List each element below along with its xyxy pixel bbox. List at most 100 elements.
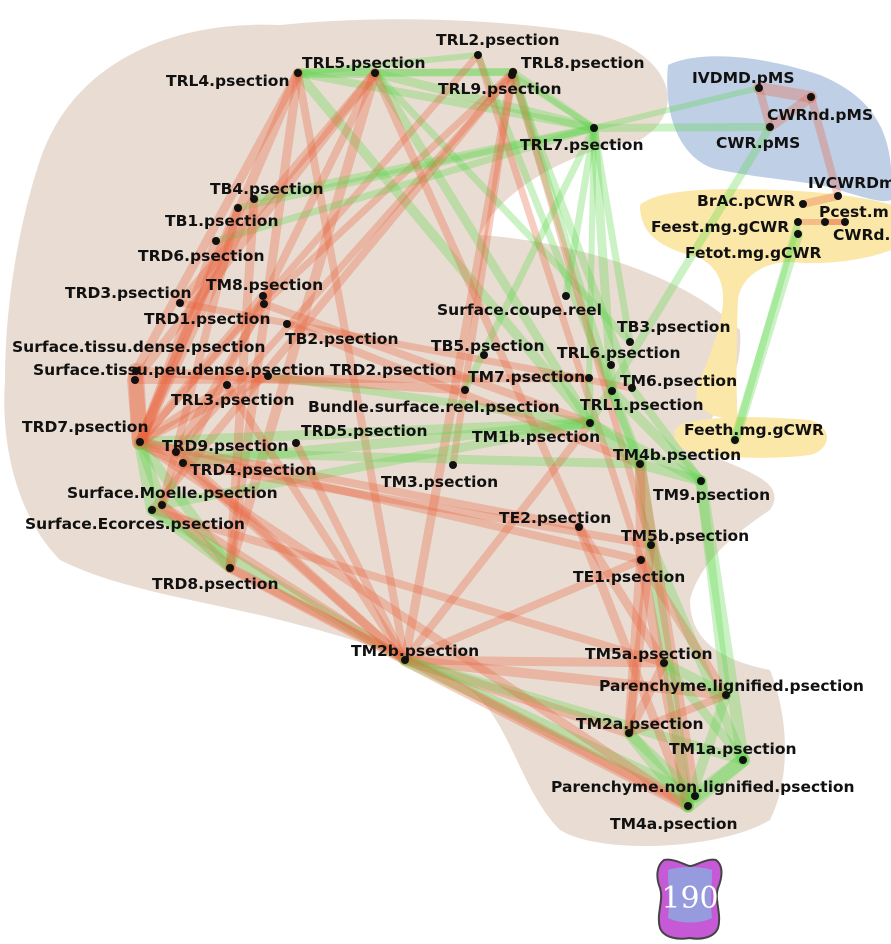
negative-edge [158, 69, 379, 509]
positive-edge [623, 727, 694, 812]
node-label: IVDMD.pMS [692, 69, 795, 87]
negative-edge [624, 540, 656, 738]
node-label: TRL3.psection [171, 391, 295, 409]
negative-edge [755, 84, 774, 131]
negative-edge [635, 459, 646, 565]
negative-edge [371, 69, 583, 531]
negative-edge [401, 556, 645, 664]
node-dot [176, 299, 184, 307]
positive-edge [607, 386, 706, 486]
node-dot [590, 124, 598, 132]
node-dot [449, 461, 457, 469]
node-dot [841, 218, 849, 226]
positive-edge [234, 124, 598, 212]
negative-edge [509, 68, 655, 549]
node-dot [260, 300, 268, 308]
node-label: TRD6.psection [138, 247, 264, 265]
negative-edge [135, 380, 232, 447]
negative-edge [148, 68, 517, 514]
node-dot [575, 523, 583, 531]
node-label: TB3.psection [617, 318, 731, 336]
node-label: TRL2.psection [436, 31, 560, 49]
positive-edge [607, 386, 645, 469]
node-label: TRL6.psection [557, 344, 681, 362]
negative-edge [225, 194, 259, 573]
node-dot [371, 69, 379, 77]
node-label: TM5a.psection [585, 645, 713, 663]
positive-edge [635, 459, 706, 486]
node-label: TM4a.psection [610, 815, 738, 833]
negative-edge [131, 366, 470, 395]
node-label: TRD3.psection [65, 284, 191, 302]
positive-edge [264, 372, 594, 427]
node-dot [628, 384, 636, 392]
positive-edge [178, 418, 595, 468]
node-label: TM6.psection [620, 372, 737, 390]
positive-edge [585, 374, 594, 427]
node-dot [132, 367, 140, 375]
positive-edge [135, 437, 235, 573]
node-dot [821, 218, 829, 226]
positive-edge [645, 539, 694, 812]
node-label: CWR.pMS [716, 134, 800, 152]
node-label: TRL8.psection [521, 54, 645, 72]
brown-cluster [4, 19, 785, 847]
node-label: Bundle.surface.reel.psection [308, 398, 560, 416]
positive-edge [696, 476, 731, 700]
negative-edge [225, 563, 410, 665]
negative-edge [474, 51, 645, 564]
negative-edge [223, 381, 409, 664]
negative-edge [148, 506, 668, 667]
node-dot [585, 374, 593, 382]
negative-edge [574, 522, 669, 668]
positive-edge [371, 68, 517, 77]
node-dot [131, 376, 139, 384]
positive-edge [562, 124, 598, 300]
node-label: Surface.tissu.peu.dense.psection [33, 361, 325, 379]
node-label: TE1.psection [573, 568, 685, 586]
positive-edge [171, 447, 645, 469]
negative-edge [176, 299, 636, 392]
yellow-cluster-top [640, 189, 891, 420]
positive-edge [509, 68, 598, 132]
node-dot [794, 230, 802, 238]
negative-edge [624, 658, 669, 738]
negative-edge [134, 436, 189, 469]
positive-edge [583, 416, 647, 471]
negative-edge [283, 320, 644, 468]
negative-edge [131, 68, 303, 376]
node-dot [223, 381, 231, 389]
positive-edge [295, 52, 481, 76]
node-dot [259, 292, 267, 300]
positive-edge [250, 124, 598, 203]
positive-edge [585, 418, 706, 486]
node-label: Surface.tissu.dense.psection [12, 338, 265, 356]
negative-edge [399, 654, 694, 812]
negative-edge [135, 291, 268, 447]
positive-edge [688, 753, 750, 803]
negative-edge [136, 51, 482, 446]
negative-edge [135, 194, 259, 447]
cluster-backgrounds [4, 19, 891, 847]
negative-edge [400, 655, 669, 668]
node-label: TRD5.psection [301, 422, 427, 440]
node-label: Parenchyme.non.lignified.psection [551, 778, 855, 796]
node-label: TM2a.psection [576, 715, 704, 733]
node-dot [647, 541, 655, 549]
node-dot [212, 237, 220, 245]
negative-edge [753, 82, 817, 103]
node-label: TB5.psection [431, 337, 545, 355]
node-label: TE2.psection [499, 509, 611, 527]
node-dot [607, 361, 615, 369]
node-label: TRL4.psection [166, 72, 290, 90]
node-dot [799, 200, 807, 208]
negative-edge [624, 555, 646, 738]
positive-edge [646, 540, 748, 765]
edges-layer [127, 51, 848, 813]
negative-edge [574, 522, 693, 811]
positive-edge [589, 123, 617, 396]
node-dot [148, 506, 156, 514]
node-label: Feest.mg.gCWR [651, 218, 789, 236]
negative-edge [636, 555, 731, 700]
node-dot [660, 659, 668, 667]
